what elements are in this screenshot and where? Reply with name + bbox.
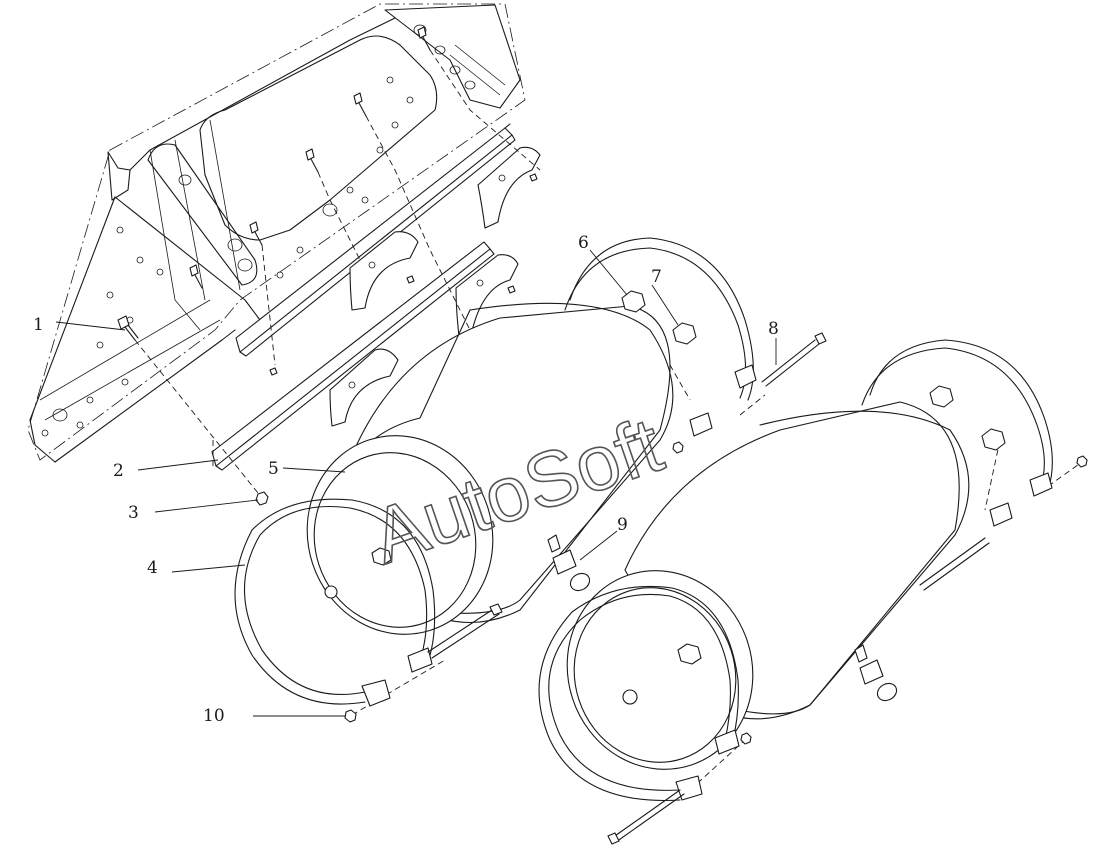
air-tank-lower [538, 339, 1088, 845]
callout-6: 6 [578, 233, 589, 253]
callout-1: 1 [33, 315, 44, 335]
frame-rail [27, 3, 526, 463]
nut-3 [255, 491, 269, 506]
nut-icon [672, 441, 684, 454]
bolt-icon [189, 26, 431, 289]
callout-2: 2 [113, 461, 124, 481]
bolt-8 [761, 332, 827, 387]
bolt-1 [117, 315, 139, 341]
callout-8: 8 [768, 319, 779, 339]
drain-valve-9 [547, 534, 591, 592]
callout-5: 5 [268, 459, 279, 479]
callout-7: 7 [651, 267, 662, 287]
air-tank-upper [234, 237, 757, 707]
nut-10 [344, 709, 357, 723]
callout-3: 3 [128, 503, 139, 523]
mounting-strip-lower [211, 241, 495, 471]
callout-10: 10 [203, 706, 225, 726]
callout-4: 4 [147, 558, 158, 578]
callout-labels: 1 2 3 4 5 6 7 8 9 10 [33, 233, 779, 726]
callout-9: 9 [617, 515, 628, 535]
saddle-bracket [269, 146, 541, 427]
callout-leaders [55, 249, 777, 717]
